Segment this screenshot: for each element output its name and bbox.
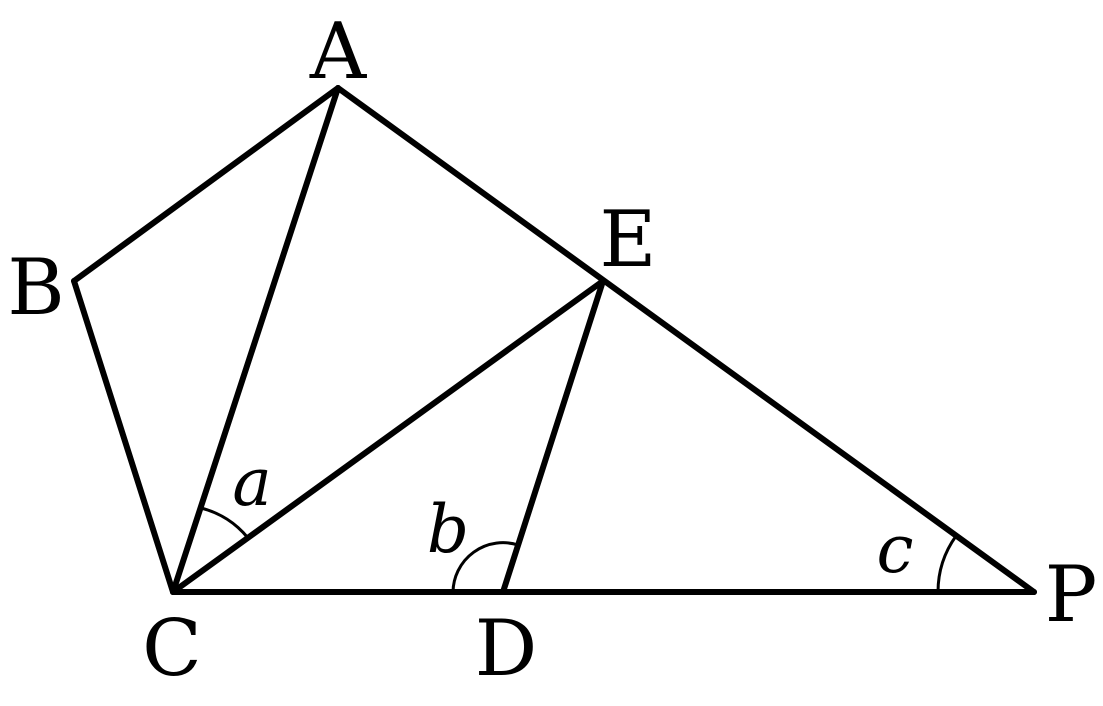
segment-ce xyxy=(170,278,606,595)
point-label-e: E xyxy=(600,195,657,285)
angle-arc-b xyxy=(451,541,519,593)
angle-label-b: b xyxy=(427,491,469,568)
point-label-a: A xyxy=(309,7,368,97)
angle-label-a: a xyxy=(232,444,271,521)
point-label-p: P xyxy=(1045,550,1097,640)
angle-label-c: c xyxy=(877,511,914,588)
segment-ac xyxy=(170,85,341,595)
angle-arc-c xyxy=(936,535,958,593)
point-label-b: B xyxy=(7,243,64,333)
angle-arc-a xyxy=(200,506,250,539)
point-label-c: C xyxy=(142,604,202,694)
segment-ed xyxy=(500,278,606,595)
segment-ab xyxy=(71,85,341,284)
segment-bc xyxy=(71,278,176,595)
point-label-d: D xyxy=(475,604,538,694)
segment-ap xyxy=(335,85,1037,595)
